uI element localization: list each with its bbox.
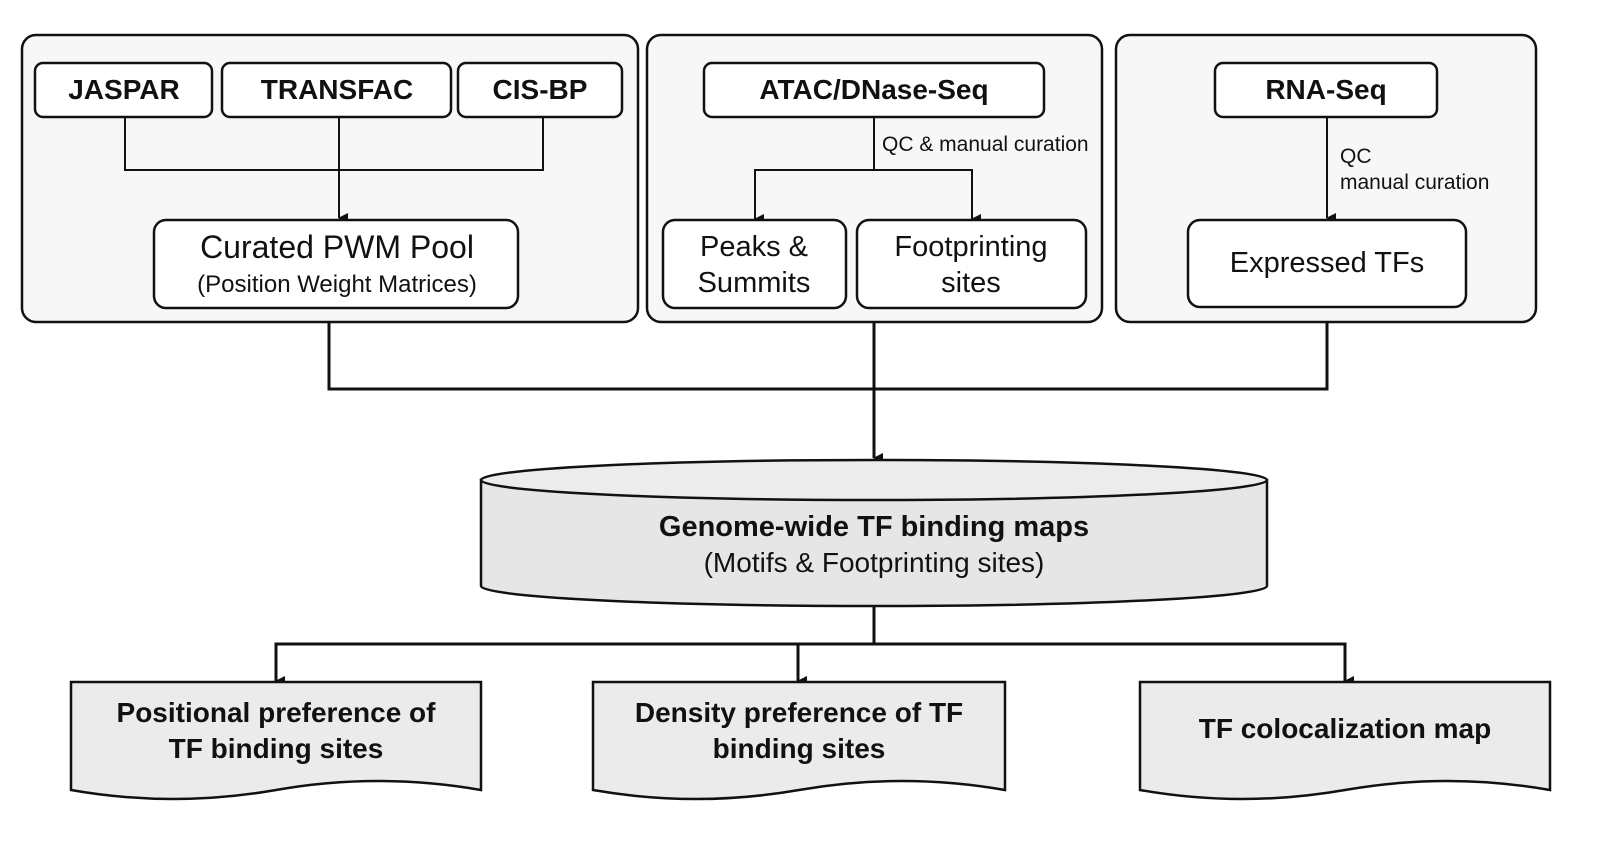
density-preference-line2: binding sites: [713, 733, 886, 764]
pwm-pool-box: [152, 218, 520, 310]
rnaseq-qc-label: QC: [1340, 145, 1372, 168]
tf-colocalization-label: TF colocalization map: [1199, 713, 1491, 744]
tf-colocalization-doc: [1138, 680, 1552, 801]
expressed-tfs-box: [1186, 218, 1468, 309]
transfac-box: [220, 61, 453, 119]
density-preference-doc: [591, 680, 1007, 801]
cisbp-label: CIS-BP: [493, 74, 588, 105]
footprinting-sites-line2: sites: [941, 267, 1001, 299]
positional-preference-line1: Positional preference of: [117, 697, 437, 728]
motif-merge-line: [124, 118, 544, 171]
peaks-summits-line2: Summits: [698, 267, 811, 299]
atac-dnase-label: ATAC/DNase-Seq: [759, 74, 988, 105]
rnaseq-curation-label: manual curation: [1340, 171, 1489, 194]
rnaseq-label: RNA-Seq: [1265, 74, 1386, 105]
peaks-summits-box: [661, 218, 848, 310]
pwm-pool-title: Curated PWM Pool: [200, 229, 474, 265]
cisbp-box: [456, 61, 624, 119]
rnaseq-box: [1213, 61, 1439, 119]
density-preference-line1: Density preference of TF: [635, 697, 963, 728]
peaks-summits-line1: Peaks &: [700, 231, 808, 263]
database-title: Genome-wide TF binding maps: [659, 511, 1089, 543]
atac-qc-label: QC & manual curation: [882, 133, 1089, 156]
database-cylinder: [479, 458, 1269, 608]
atac-split-line: [754, 169, 973, 218]
atac-dnase-box: [702, 61, 1046, 119]
footprinting-sites-line1: Footprinting: [894, 231, 1047, 263]
output-split-line: [274, 642, 1347, 680]
pwm-pool-subtitle: (Position Weight Matrices): [197, 271, 477, 298]
jaspar-box: [33, 61, 214, 119]
footprinting-sites-box: [855, 218, 1088, 310]
transfac-label: TRANSFAC: [261, 74, 413, 105]
positional-preference-doc: [69, 680, 483, 801]
database-subtitle: (Motifs & Footprinting sites): [704, 547, 1045, 578]
expressed-tfs-label: Expressed TFs: [1230, 247, 1424, 279]
positional-preference-line2: TF binding sites: [169, 733, 384, 764]
sources-merge-line: [327, 323, 1329, 391]
jaspar-label: JASPAR: [68, 74, 180, 105]
